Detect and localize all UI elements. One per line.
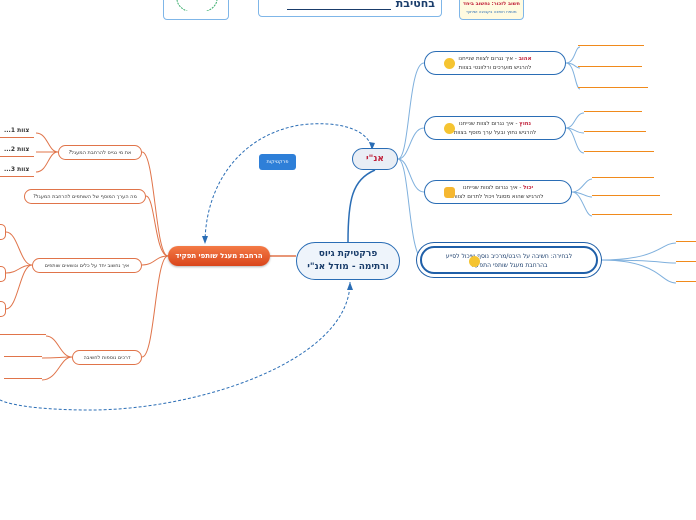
cloud-line2: בהרחבת מעגל שותפי התפקיד xyxy=(470,262,548,269)
central-topic-line2: ורתימה - מודל אנ"י xyxy=(307,262,389,272)
blank-line[interactable] xyxy=(676,261,696,262)
left-node-think-together[interactable]: איך נחשוב יחד על כלים ונושאים שותפים xyxy=(32,258,142,273)
right-node-loved-highlight: אהוב xyxy=(518,56,532,62)
right-node-capable-text1: - איך נגרום לצוות שנייחנו xyxy=(462,185,524,191)
blank-line[interactable] xyxy=(578,87,648,88)
leaf-team-3[interactable]: צוות 3... xyxy=(4,166,30,173)
leaf-underline xyxy=(0,137,34,138)
cloud-line1: לבחירה: חשיבה על היבט/מרכיב נוסף שיכול ל… xyxy=(445,253,573,260)
right-node-needed[interactable]: נחוץ - איך נגרום לצוות שנייחנו להרגיש נח… xyxy=(424,116,566,140)
blank-line[interactable] xyxy=(584,131,646,132)
blank-line[interactable] xyxy=(578,66,642,67)
blank-line[interactable] xyxy=(4,356,42,357)
right-node-capable[interactable]: יכול - איך נגרום לצוות שנייחנו להרגיש שה… xyxy=(424,180,572,204)
flexed-arm-emoji-icon xyxy=(444,187,455,198)
blank-line[interactable] xyxy=(584,151,654,152)
right-node-capable-highlight: יכול xyxy=(523,185,534,191)
top-middle-card: בחטיבת xyxy=(258,0,442,17)
top-left-card xyxy=(163,0,229,20)
blank-line[interactable] xyxy=(578,45,644,46)
right-node-needed-text1: - איך נגרום לצוות שנייחנו xyxy=(459,121,520,127)
right-node-needed-highlight: נחוץ xyxy=(519,121,531,127)
middle-card-text: בחטיבת xyxy=(395,0,435,10)
heart-eyes-emoji-icon xyxy=(444,58,455,69)
left-node-value[interactable]: מה הערך המוסף של השותפים להרחבת המעגל? xyxy=(24,189,146,204)
blank-line[interactable] xyxy=(592,177,654,178)
partial-left-node[interactable] xyxy=(0,266,6,282)
right-card-line2: מטפח חשיבה בקבוצה ושיתוף xyxy=(466,9,517,14)
leaf-underline xyxy=(0,176,34,177)
left-node-who[interactable]: את מי נגייס להרחבת המעגל? xyxy=(58,145,142,160)
central-topic[interactable]: פרקטיקת גיוס ורתימה - מודל אנ"י xyxy=(296,242,400,280)
top-right-card: חשוב לזכור: נחשוב ביחד מטפח חשיבה בקבוצה… xyxy=(459,0,524,20)
central-topic-line1: פרקטיקת גיוס xyxy=(318,249,378,259)
ani-node[interactable]: אנ"י xyxy=(352,148,398,170)
smile-emoji-icon xyxy=(469,256,480,267)
left-node-more-ways[interactable]: דרכים נוספות לחשיבה xyxy=(72,350,142,365)
leaf-team-2[interactable]: צוות 2... xyxy=(4,146,30,153)
blank-line[interactable] xyxy=(0,334,46,335)
blank-line[interactable] xyxy=(584,111,642,112)
blank-line[interactable] xyxy=(4,378,42,379)
blank-line[interactable] xyxy=(592,214,672,215)
leaf-team-1[interactable]: צוות 1... xyxy=(4,127,30,134)
blank-line[interactable] xyxy=(676,281,696,282)
left-main-branch[interactable]: הרחבת מעגל שותפי תפקיד xyxy=(168,246,270,266)
right-node-needed-text2: להרגיש נחוץ ובעל ערך מוסף בצוות xyxy=(453,130,537,136)
right-node-loved-text2: להרגיש מוערכים ורלוונטי בצוות xyxy=(458,65,532,71)
right-node-capable-text2: להרגיש שהוא מסוגל ויכול לתרום לצוות xyxy=(452,194,544,200)
leaf-underline xyxy=(0,156,34,157)
right-node-loved-text1: - איך נגרום לצוות שנייחנו xyxy=(458,56,519,62)
right-node-loved[interactable]: אהוב - איך נגרום לצוות שנייחנו להרגיש מו… xyxy=(424,51,566,75)
right-card-line1: חשוב לזכור: נחשוב ביחד xyxy=(463,1,520,7)
partial-left-node[interactable] xyxy=(0,224,6,240)
blank-line[interactable] xyxy=(676,241,696,242)
circle-diagram-icon xyxy=(176,0,218,11)
optional-cloud-node[interactable]: לבחירה: חשיבה על היבט/מרכיב נוסף שיכול ל… xyxy=(420,246,598,274)
middle-card-underline xyxy=(287,9,391,10)
thinking-emoji-icon xyxy=(444,123,455,134)
practices-tag[interactable]: פרקטיקות xyxy=(259,154,296,170)
partial-left-node[interactable] xyxy=(0,301,6,317)
blank-line[interactable] xyxy=(592,195,660,196)
